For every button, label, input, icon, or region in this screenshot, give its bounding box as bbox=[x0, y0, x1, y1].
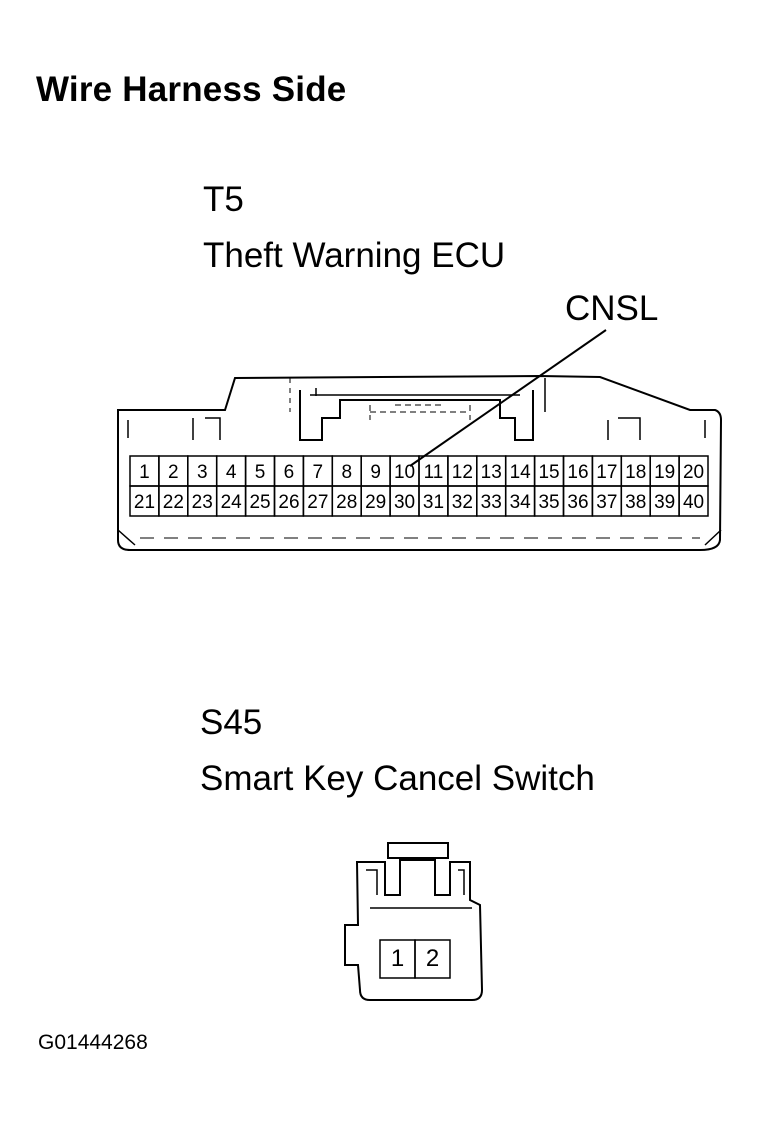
connector-t5-pin-label: 10 bbox=[394, 462, 415, 483]
connector-t5-pin-label: 28 bbox=[336, 492, 357, 513]
connector-t5-pin-label: 13 bbox=[481, 462, 502, 483]
connector-t5-pin-label: 11 bbox=[424, 462, 444, 483]
connector-t5-pin-label: 1 bbox=[139, 462, 150, 483]
connector-t5-pin-label: 16 bbox=[567, 462, 588, 483]
connector-t5-pin-label: 25 bbox=[249, 492, 270, 513]
connector-s45-pin-label: 2 bbox=[426, 945, 439, 972]
connector-t5-pin-label: 17 bbox=[596, 462, 617, 483]
connector-t5-pin-cell bbox=[678, 485, 709, 517]
connector-t5-pin-label: 26 bbox=[278, 492, 299, 513]
connector-s45-pin-label: 1 bbox=[391, 945, 404, 972]
connector-t5-pin-label: 33 bbox=[481, 492, 502, 513]
connector-t5-pin-label: 31 bbox=[423, 492, 444, 513]
connector-t5-pin-label: 35 bbox=[538, 492, 559, 513]
connector-t5-pin-label: 29 bbox=[365, 492, 386, 513]
connector-t5-pin-label: 3 bbox=[197, 462, 208, 483]
connector-t5-pin-label: 27 bbox=[307, 492, 328, 513]
connector-t5-body bbox=[117, 374, 723, 551]
connector-t5-id: T5 bbox=[203, 180, 244, 219]
connector-t5-pin-label: 8 bbox=[341, 462, 352, 483]
connector-t5-pin-label: 12 bbox=[452, 462, 473, 483]
connector-t5-pin-label: 22 bbox=[163, 492, 184, 513]
connector-t5-pin-label: 39 bbox=[654, 492, 675, 513]
connector-t5-pin-label: 36 bbox=[567, 492, 588, 513]
connector-t5-pin-label: 9 bbox=[370, 462, 381, 483]
connector-s45-pin-cell bbox=[414, 939, 451, 979]
connector-t5-pin-label: 6 bbox=[284, 462, 295, 483]
connector-t5-pin-label: 14 bbox=[510, 462, 532, 483]
connector-t5-pin-label: 34 bbox=[510, 492, 532, 513]
connector-t5-pin-label: 32 bbox=[452, 492, 473, 513]
connector-s45-name: Smart Key Cancel Switch bbox=[200, 759, 595, 798]
connector-s45-id: S45 bbox=[200, 703, 263, 742]
connector-t5-pin-label: 21 bbox=[134, 492, 155, 513]
connector-t5-pin-label: 20 bbox=[683, 462, 704, 483]
connector-t5-pin-label: 7 bbox=[313, 462, 324, 483]
diagram-title: Wire Harness Side bbox=[36, 70, 347, 109]
connector-t5-pin-label: 37 bbox=[596, 492, 617, 513]
connector-t5-name: Theft Warning ECU bbox=[203, 236, 506, 275]
connector-t5-pin-label: 2 bbox=[168, 462, 179, 483]
connector-t5-pin-label: 24 bbox=[221, 492, 243, 513]
connector-t5-pin-label: 38 bbox=[625, 492, 646, 513]
connector-s45-body bbox=[344, 842, 484, 1001]
connector-t5-pin-label: 5 bbox=[255, 462, 266, 483]
cnsl-pointer-label: CNSL bbox=[565, 289, 659, 328]
connector-t5-pin-label: 23 bbox=[192, 492, 213, 513]
figure-code: G01444268 bbox=[38, 1031, 148, 1054]
connector-t5-pin-label: 4 bbox=[226, 462, 237, 483]
connector-t5-pin-label: 40 bbox=[683, 492, 704, 513]
connector-t5-pin-label: 15 bbox=[538, 462, 559, 483]
connector-t5-pin-label: 19 bbox=[654, 462, 675, 483]
cnsl-pointer-line bbox=[409, 329, 607, 467]
connector-t5-pin-label: 30 bbox=[394, 492, 415, 513]
connector-t5-pin-label: 18 bbox=[625, 462, 646, 483]
